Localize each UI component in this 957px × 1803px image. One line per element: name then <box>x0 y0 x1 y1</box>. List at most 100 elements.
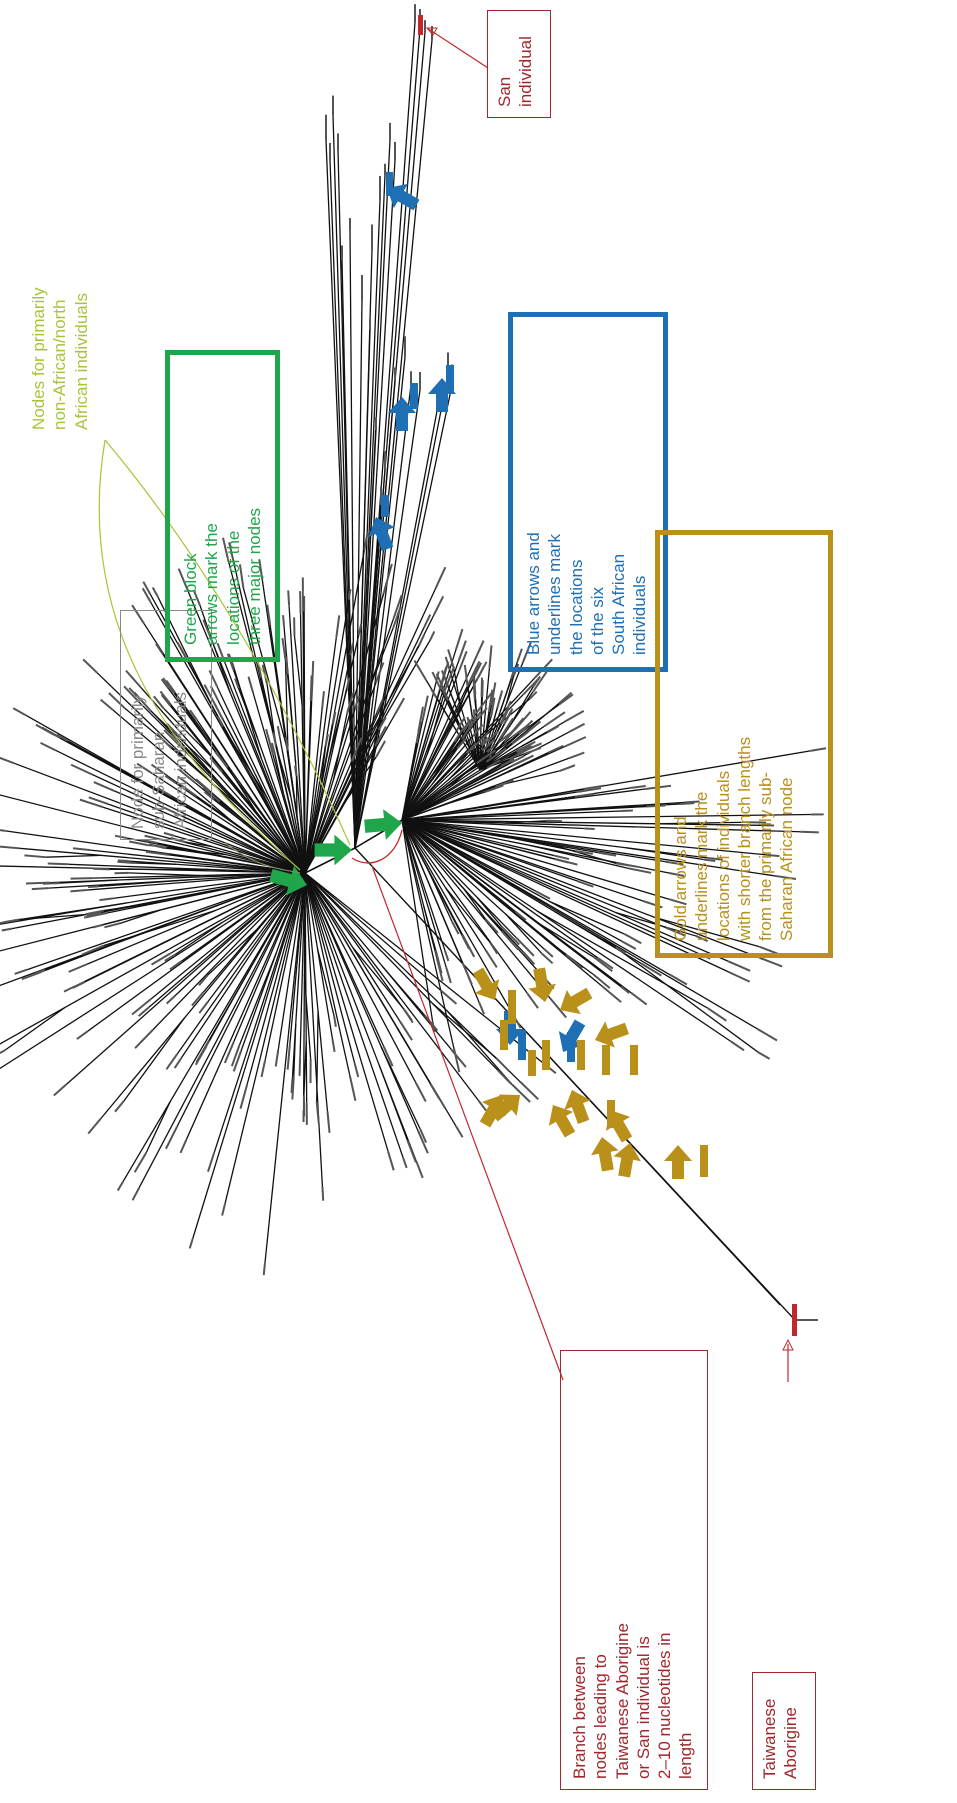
leaf-label <box>559 764 576 772</box>
leaf-label <box>424 1014 439 1032</box>
gold-arrow-icon <box>490 1094 520 1122</box>
leaf-label <box>114 834 127 839</box>
leaf-label <box>88 796 109 806</box>
leaf-label <box>153 695 165 709</box>
leaf-label <box>439 989 458 1005</box>
tree-branch <box>304 872 401 1022</box>
leaf-label <box>203 791 215 801</box>
gold-underline <box>577 1040 585 1070</box>
leaf-label <box>517 745 532 753</box>
leaf-label <box>455 717 466 732</box>
tree-branch <box>152 872 306 1031</box>
tree-branch <box>74 872 306 987</box>
leaf-label <box>516 648 523 662</box>
tree-branch <box>449 669 481 771</box>
leaf-label <box>148 843 167 850</box>
tree-branch <box>284 659 289 753</box>
tree-branch <box>304 872 356 1064</box>
tree-branch <box>401 819 632 994</box>
leaf-label <box>472 709 476 721</box>
leaf-label <box>773 874 797 881</box>
gold-underline <box>602 1045 610 1075</box>
leaf-label <box>621 940 637 950</box>
leaf-label <box>180 784 198 798</box>
nss-line-1: Node for primarily <box>128 694 147 829</box>
leaf-label <box>499 700 512 725</box>
leaf-label <box>564 736 587 748</box>
leaf-label <box>12 707 26 716</box>
tree-branch <box>495 738 501 746</box>
leaf-label <box>532 670 549 693</box>
leaf-label <box>413 659 428 681</box>
leaf-label <box>34 968 46 975</box>
leaf-label <box>665 926 686 937</box>
gold-arrow-icon <box>613 1143 642 1178</box>
leaf-label <box>703 858 716 862</box>
gold-line-2: underlines mark the <box>692 791 712 941</box>
leaf-label <box>337 133 339 150</box>
leaf-label <box>189 709 198 720</box>
leaf-label <box>757 1051 771 1060</box>
tree-branch <box>447 686 457 708</box>
ba-line-5: South African <box>609 553 628 655</box>
leaf-label <box>478 707 488 719</box>
leaf-label <box>151 586 159 597</box>
tree-branch <box>304 635 360 874</box>
leaf-label <box>374 725 387 747</box>
tree-branch <box>304 686 313 874</box>
leaf-label <box>293 765 298 776</box>
leaf-label <box>141 838 158 845</box>
leaf-label <box>14 968 28 975</box>
tree-branch <box>59 879 118 884</box>
leaf-label <box>53 1084 67 1097</box>
leaf-label <box>628 867 652 874</box>
tree-branch <box>192 872 306 1239</box>
leaf-label <box>646 804 666 808</box>
leaf-label <box>363 533 369 551</box>
tree-branch <box>401 819 761 826</box>
leaf-label <box>179 1139 188 1154</box>
leaf-label <box>495 1057 510 1072</box>
taiwanese-branch <box>354 847 781 1306</box>
leaf-label <box>70 763 93 776</box>
leaf-label <box>276 726 281 737</box>
leaf-label <box>445 967 452 984</box>
tree-branch <box>213 872 306 1154</box>
tree-branch <box>150 872 306 1000</box>
leaf-label <box>301 577 304 592</box>
leaf-label <box>195 1039 210 1063</box>
tree-branch <box>654 821 747 825</box>
leaf-label <box>800 830 819 834</box>
gold-arrow-icon <box>528 967 557 1002</box>
tree-branch <box>98 879 191 887</box>
leaf-label <box>679 802 695 805</box>
tree-branch <box>123 1017 186 1102</box>
leaf-label <box>256 661 263 678</box>
tree-branch <box>505 913 543 954</box>
tree-branch <box>401 670 460 821</box>
gold-line-1: Gold arrows and <box>671 816 690 941</box>
tree-branch <box>401 819 528 994</box>
leaf-label <box>346 677 351 689</box>
leaf-label <box>68 963 87 973</box>
leaf-label <box>47 862 69 866</box>
leaf-label <box>375 699 384 714</box>
leaf-label <box>569 722 586 733</box>
gold-arrow-icon <box>595 1021 630 1048</box>
leaf-label <box>133 1152 148 1173</box>
tree-branch <box>401 730 458 821</box>
leaf-label <box>490 697 496 716</box>
leaf-label <box>543 948 554 958</box>
tree-branch <box>128 872 201 877</box>
tree-branch <box>401 819 487 951</box>
nodes-connector-2 <box>98 439 301 871</box>
tree-branch <box>453 667 462 706</box>
tree-branch <box>401 785 496 821</box>
leaf-label <box>515 937 535 957</box>
tree-branch <box>497 733 520 754</box>
leaf-label <box>414 4 416 22</box>
tree-branch <box>401 819 768 856</box>
leaf-label <box>532 675 541 688</box>
leaf-label <box>668 871 685 877</box>
tree-branch <box>299 872 306 1058</box>
